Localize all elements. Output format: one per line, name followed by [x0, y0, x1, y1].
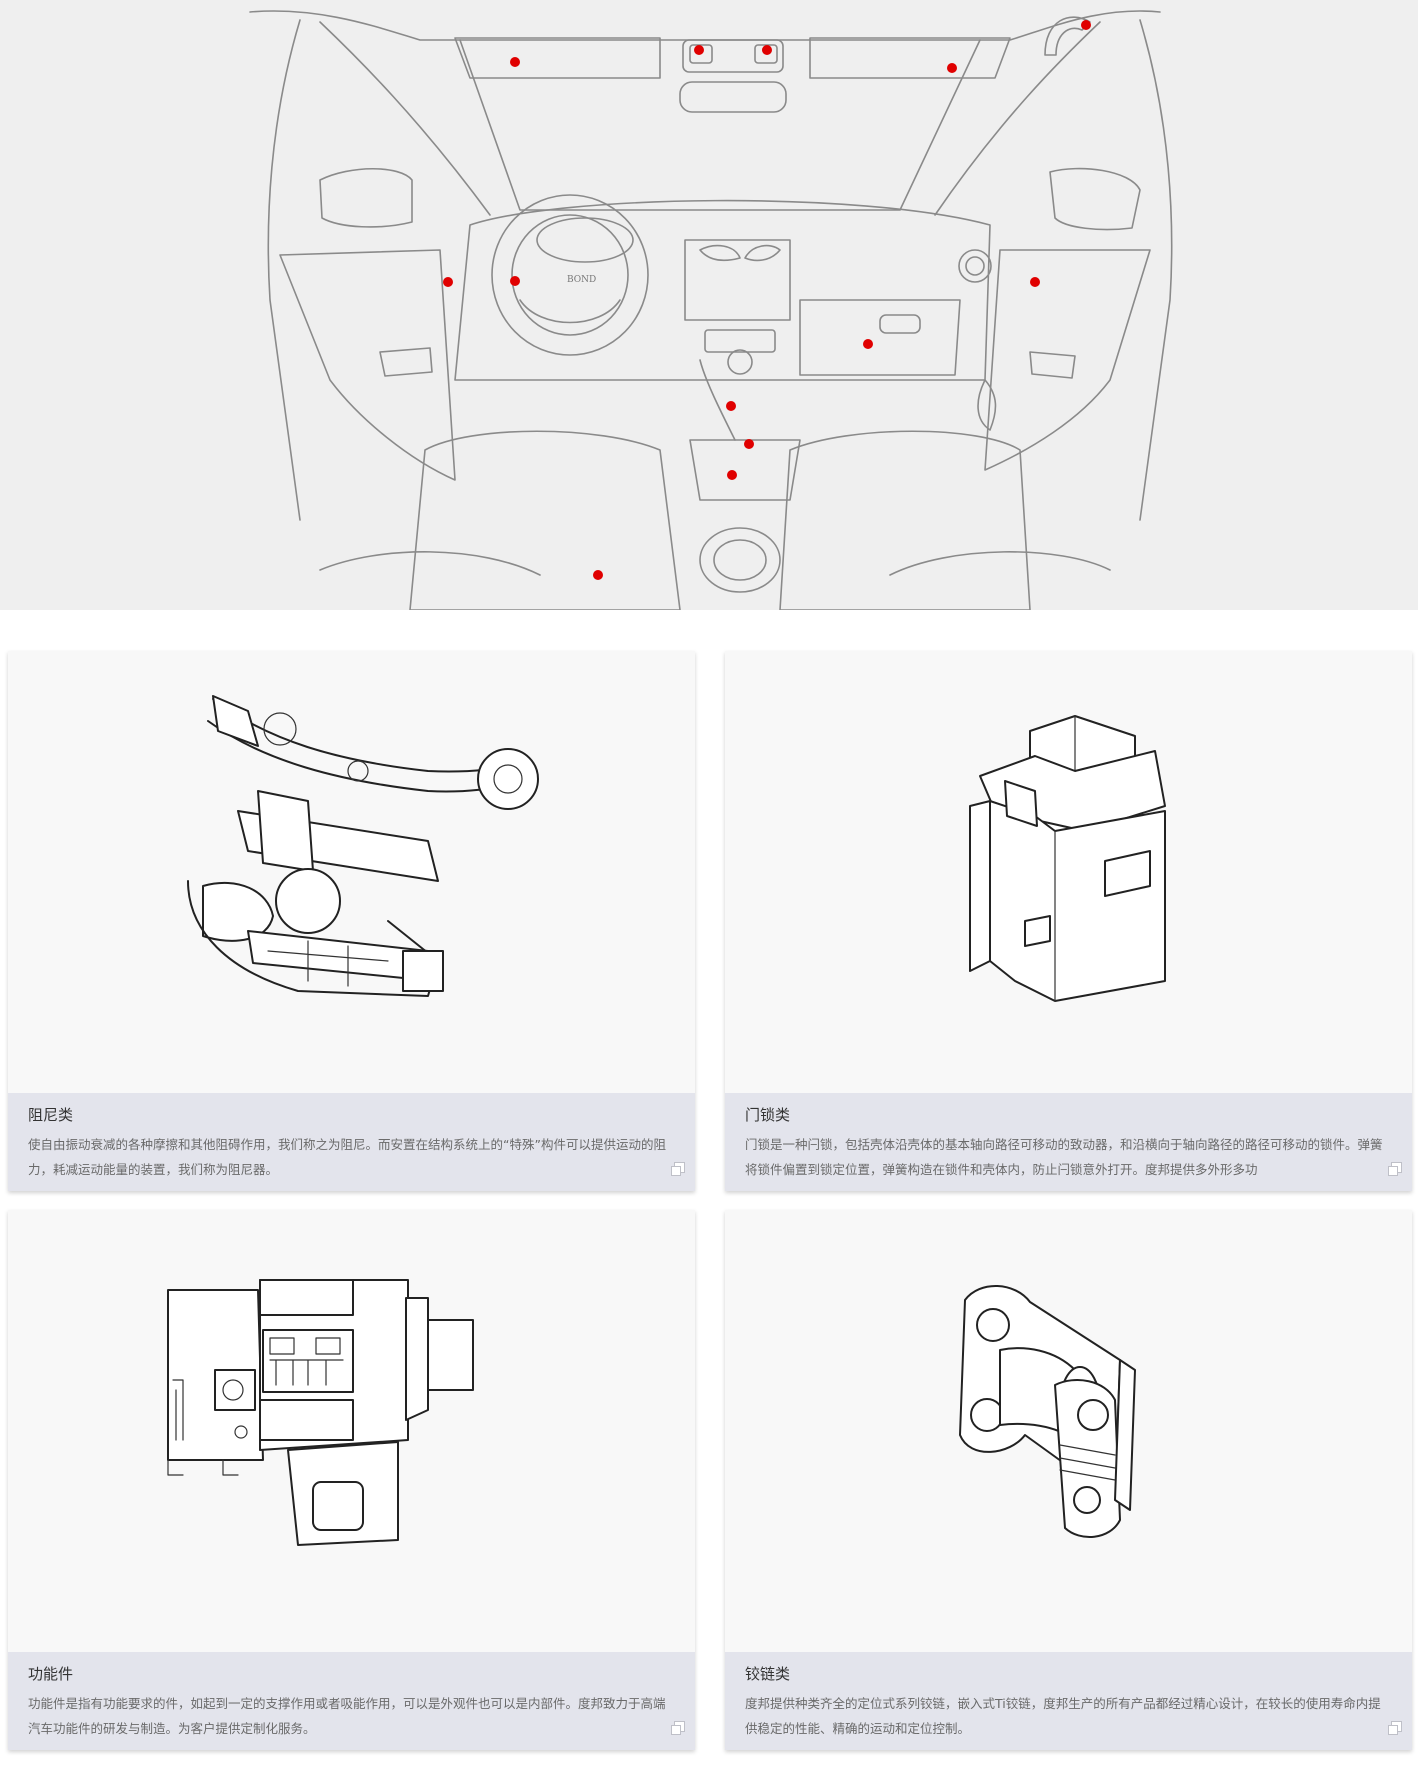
product-info: 功能件 功能件是指有功能要求的件，如起到一定的支撑作用或者吸能作用，可以是外观件…: [8, 1652, 695, 1750]
hotspot-steering-wheel[interactable]: [510, 276, 520, 286]
product-description: 门锁是一种闩锁，包括壳体沿壳体的基本轴向路径可移动的致动器，和沿横向于轴向路径的…: [745, 1137, 1383, 1177]
product-card-functional-part[interactable]: 功能件 功能件是指有功能要求的件，如起到一定的支撑作用或者吸能作用，可以是外观件…: [8, 1210, 695, 1750]
product-description: 度邦提供种类齐全的定位式系列铰链，嵌入式Ti铰链，度邦生产的所有产品都经过精心设…: [745, 1696, 1381, 1736]
hotspot-sun-visor-left[interactable]: [510, 57, 520, 67]
hotspot-door-handle-right[interactable]: [1030, 277, 1040, 287]
product-info: 阻尼类 使自由振动衰减的各种摩擦和其他阻碍作用，我们称之为阻尼。而安置在结构系统…: [8, 1093, 695, 1191]
expand-icon[interactable]: [1388, 1162, 1402, 1176]
hotspot-reading-light-right[interactable]: [762, 45, 772, 55]
hinge-illustration: [725, 1210, 1412, 1652]
product-description: 使自由振动衰减的各种摩擦和其他阻碍作用，我们称之为阻尼。而安置在结构系统上的“特…: [28, 1137, 666, 1177]
expand-icon[interactable]: [1388, 1721, 1402, 1735]
hotspot-glove-box[interactable]: [863, 339, 873, 349]
product-card-hinge[interactable]: 铰链类 度邦提供种类齐全的定位式系列铰链，嵌入式Ti铰链，度邦生产的所有产品都经…: [725, 1210, 1412, 1750]
product-title[interactable]: 功能件: [28, 1665, 74, 1683]
product-info: 铰链类 度邦提供种类齐全的定位式系列铰链，嵌入式Ti铰链，度邦生产的所有产品都经…: [725, 1652, 1412, 1750]
hotspot-reading-light-left[interactable]: [694, 45, 704, 55]
hotspot-grab-handle[interactable]: [1081, 20, 1091, 30]
hotspot-sun-visor-right[interactable]: [947, 63, 957, 73]
expand-icon[interactable]: [671, 1162, 685, 1176]
product-description: 功能件是指有功能要求的件，如起到一定的支撑作用或者吸能作用，可以是外观件也可以是…: [28, 1696, 666, 1736]
product-title[interactable]: 铰链类: [745, 1665, 791, 1683]
expand-icon[interactable]: [671, 1721, 685, 1735]
svg-text:BOND: BOND: [567, 275, 596, 285]
functional-part-illustration: [8, 1210, 695, 1652]
hotspot-armrest-console[interactable]: [727, 470, 737, 480]
hotspot-handbrake[interactable]: [744, 439, 754, 449]
car-interior-hero: BOND: [0, 0, 1418, 610]
hotspot-door-handle-left[interactable]: [443, 277, 453, 287]
product-card-damper[interactable]: 阻尼类 使自由振动衰减的各种摩擦和其他阻碍作用，我们称之为阻尼。而安置在结构系统…: [8, 651, 695, 1191]
hotspot-gear-shifter[interactable]: [726, 401, 736, 411]
product-info: 门锁类 门锁是一种闩锁，包括壳体沿壳体的基本轴向路径可移动的致动器，和沿横向于轴…: [725, 1093, 1412, 1191]
product-title[interactable]: 门锁类: [745, 1106, 791, 1124]
car-interior-drawing: BOND: [249, 10, 1173, 610]
hotspot-seat-adjuster[interactable]: [593, 570, 603, 580]
door-latch-illustration: [725, 651, 1412, 1093]
product-card-door-latch[interactable]: 门锁类 门锁是一种闩锁，包括壳体沿壳体的基本轴向路径可移动的致动器，和沿横向于轴…: [725, 651, 1412, 1191]
damper-illustration: [8, 651, 695, 1093]
product-title[interactable]: 阻尼类: [28, 1106, 74, 1124]
